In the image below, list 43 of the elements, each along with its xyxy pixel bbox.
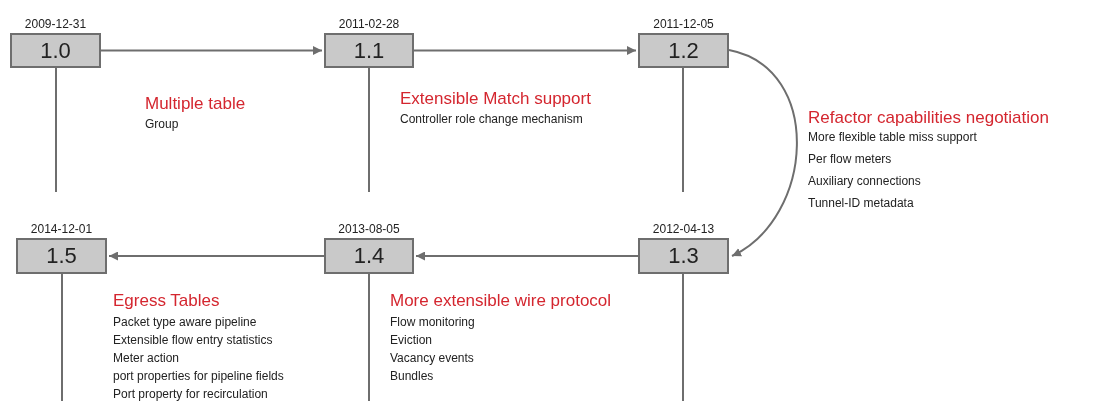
arrow bbox=[415, 251, 639, 261]
version-box bbox=[324, 238, 414, 274]
version-number: 1.0 bbox=[40, 39, 71, 62]
version-number: 1.1 bbox=[353, 39, 385, 62]
release-date: 2014-12-01 bbox=[30, 223, 93, 235]
feature-item: Flow monitoring bbox=[390, 316, 475, 328]
feature-item: Per flow meters bbox=[808, 153, 892, 165]
version-number: 1.4 bbox=[353, 245, 385, 267]
arrow bbox=[728, 49, 798, 257]
release-date: 2013-08-05 bbox=[338, 223, 400, 235]
version-box bbox=[638, 33, 729, 68]
release-date: 2011-12-05 bbox=[653, 18, 714, 30]
version-number: 1.3 bbox=[668, 245, 699, 267]
feature-item: port properties for pipeline fields bbox=[113, 370, 284, 382]
version-number: 1.5 bbox=[46, 245, 77, 267]
feature-item: Packet type aware pipeline bbox=[113, 316, 257, 328]
feature-item: Tunnel-ID metadata bbox=[808, 197, 914, 209]
feature-heading: More extensible wire protocol bbox=[390, 292, 612, 309]
version-number: 1.2 bbox=[668, 39, 699, 62]
version-box bbox=[16, 238, 107, 274]
release-date: 2011-02-28 bbox=[338, 18, 400, 30]
feature-item: Port property for recirculation bbox=[113, 388, 268, 400]
arrow bbox=[413, 46, 637, 55]
feature-heading: Multiple table bbox=[145, 95, 246, 112]
arrow bbox=[100, 46, 323, 55]
feature-item: More flexible table miss support bbox=[808, 131, 977, 143]
feature-item: Bundles bbox=[390, 370, 434, 382]
feature-item: Auxiliary connections bbox=[808, 175, 921, 187]
version-box bbox=[324, 33, 414, 68]
feature-item: Vacancy events bbox=[390, 352, 474, 364]
version-box bbox=[638, 238, 729, 274]
feature-item: Extensible flow entry statistics bbox=[113, 334, 273, 346]
version-box bbox=[10, 33, 101, 68]
release-date: 2009-12-31 bbox=[24, 18, 87, 30]
feature-heading: Extensible Match support bbox=[400, 90, 591, 107]
release-date: 2012-04-13 bbox=[652, 223, 715, 235]
feature-item: Eviction bbox=[390, 334, 433, 346]
feature-item: Group bbox=[145, 118, 179, 130]
feature-heading: Egress Tables bbox=[113, 292, 220, 309]
feature-item: Meter action bbox=[113, 352, 180, 364]
arrow bbox=[108, 251, 325, 261]
feature-item: Controller role change mechanism bbox=[400, 113, 583, 125]
feature-heading: Refactor capabilities negotiation bbox=[808, 109, 1049, 126]
